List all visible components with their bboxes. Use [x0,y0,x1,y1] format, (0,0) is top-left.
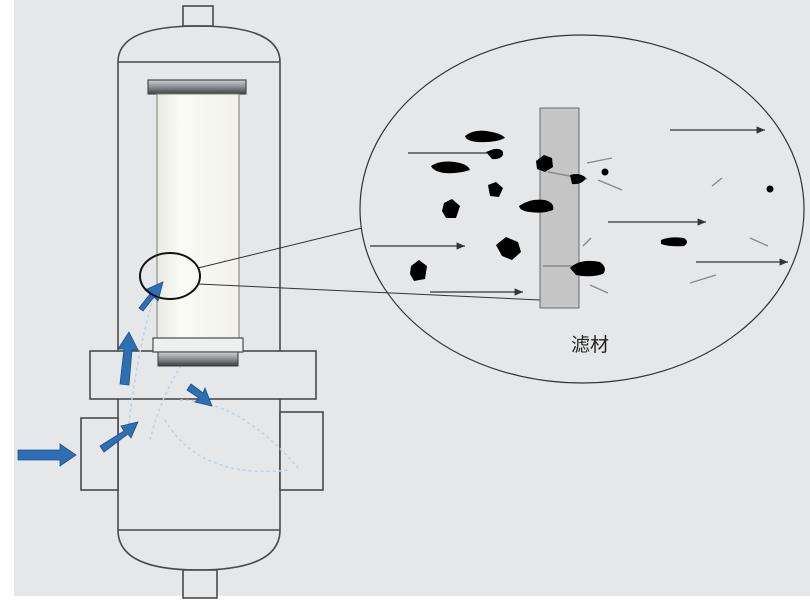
bottom-drain [182,569,218,599]
particle-icon [410,260,427,281]
zoom-ellipse [359,34,805,384]
particle-icon [465,130,505,143]
particle-icon [766,185,774,193]
particles [410,130,774,281]
particle-icon [431,161,470,174]
cartridge-body [156,93,240,341]
filter-cartridge [147,79,247,367]
particle-icon [496,237,521,260]
cartridge-top-cap [147,79,247,95]
cartridge-seal [157,351,239,367]
callout-line-upper [197,227,363,269]
outlet-nozzle [279,411,324,491]
zoom-detail [359,34,805,384]
particle-icon [661,237,687,247]
particle-icon [536,155,553,172]
magnifier-circle-icon [139,252,201,300]
callout-line-lower [197,283,541,301]
particle-icon [601,168,609,176]
flow-arrow-icon [186,383,213,407]
particle-icon [570,174,586,185]
filter-media-label: 滤材 [570,334,609,356]
top-nozzle [182,5,214,27]
particle-icon [488,182,503,197]
particle-icon [519,199,554,213]
flow-arrows [17,281,213,467]
inlet-nozzle [80,417,119,491]
particle-icon [442,199,460,218]
flow-arrow-icon [99,421,139,453]
cartridge-bottom-cap [152,337,244,353]
particle-icon [486,148,504,160]
particle-icon [570,260,605,277]
flow-streaks [543,157,769,294]
flow-arrow-icon [117,331,139,386]
vessel-shell [117,25,281,355]
flow-arrow-icon [17,443,77,467]
